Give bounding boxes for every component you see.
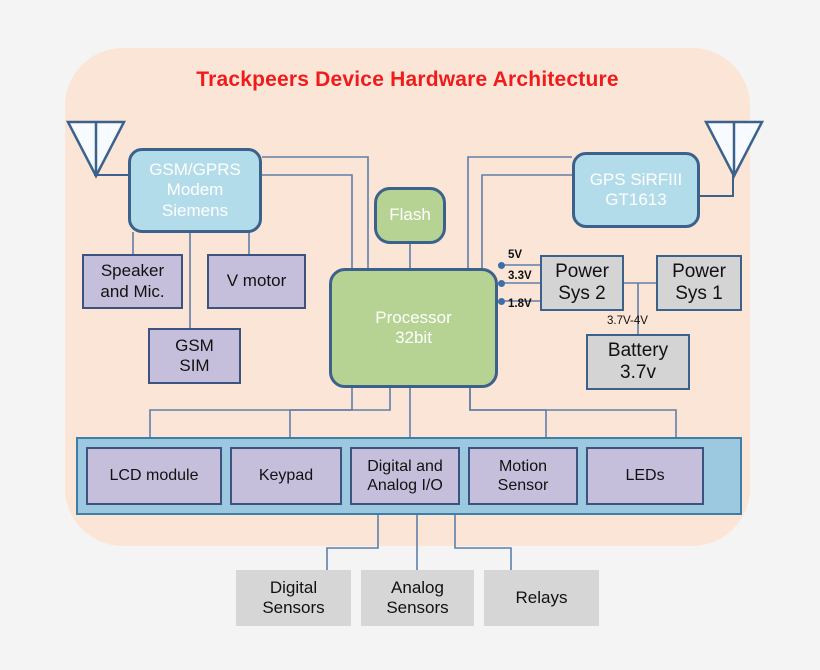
power-sys-1-label: Power Sys 1	[672, 260, 726, 304]
leds-label: LEDs	[625, 467, 665, 485]
relays-label: Relays	[515, 587, 568, 607]
battery-label: Battery 3.7v	[607, 339, 669, 383]
gps-module-block[interactable]: GPS SiRFIII GT1613	[572, 152, 700, 228]
digital-analog-io-block[interactable]: Digital and Analog I/O	[350, 447, 460, 505]
analog-sensors-block[interactable]: Analog Sensors	[361, 570, 474, 626]
motion-sensor-block[interactable]: Motion Sensor	[468, 447, 578, 505]
gps-label: GPS SiRFIII GT1613	[589, 169, 683, 209]
battery-voltage-label: 3.7V-4V	[607, 315, 648, 327]
v-motor-label: V motor	[226, 271, 287, 291]
rail-dot-3v3	[498, 280, 505, 287]
relays-block[interactable]: Relays	[484, 570, 599, 626]
flash-label: Flash	[389, 205, 431, 225]
lcd-module-block[interactable]: LCD module	[86, 447, 222, 505]
speaker-label: Speaker and Mic.	[100, 261, 165, 301]
rail-dot-1v8	[498, 298, 505, 305]
rail-label-3v3: 3.3V	[508, 270, 532, 282]
gsm-sim-block[interactable]: GSM SIM	[148, 328, 241, 384]
rail-dot-5v	[498, 262, 505, 269]
power-sys-1-block[interactable]: Power Sys 1	[656, 255, 742, 311]
processor-block[interactable]: Processor 32bit	[329, 268, 498, 388]
gsm-antenna-icon	[65, 120, 127, 179]
gsm-gprs-modem-block[interactable]: GSM/GPRS Modem Siemens	[128, 148, 262, 233]
battery-block[interactable]: Battery 3.7v	[586, 334, 690, 390]
digital-sensors-block[interactable]: Digital Sensors	[236, 570, 351, 626]
speaker-and-mic-block[interactable]: Speaker and Mic.	[82, 254, 183, 309]
flash-memory-block[interactable]: Flash	[374, 187, 446, 244]
lcd-module-label: LCD module	[109, 467, 199, 485]
page-title: Trackpeers Device Hardware Architecture	[196, 68, 619, 91]
keypad-block[interactable]: Keypad	[230, 447, 342, 505]
vibration-motor-block[interactable]: V motor	[207, 254, 306, 309]
gsm-sim-label: GSM SIM	[175, 335, 214, 375]
peripheral-bus: LCD module Keypad Digital and Analog I/O…	[76, 437, 742, 515]
keypad-label: Keypad	[258, 467, 314, 485]
power-sys-2-label: Power Sys 2	[555, 260, 609, 304]
rail-label-1v8: 1.8V	[508, 298, 532, 310]
digital-analog-io-label: Digital and Analog I/O	[367, 457, 443, 494]
gsm-modem-label: GSM/GPRS Modem Siemens	[149, 160, 241, 220]
analog-sensors-label: Analog Sensors	[386, 577, 449, 617]
power-sys-2-block[interactable]: Power Sys 2	[540, 255, 624, 311]
rail-label-5v: 5V	[508, 249, 523, 261]
leds-block[interactable]: LEDs	[586, 447, 704, 505]
digital-sensors-label: Digital Sensors	[262, 577, 325, 617]
processor-label: Processor 32bit	[375, 307, 452, 347]
motion-sensor-label: Motion Sensor	[497, 457, 549, 494]
gps-antenna-icon	[703, 120, 765, 179]
